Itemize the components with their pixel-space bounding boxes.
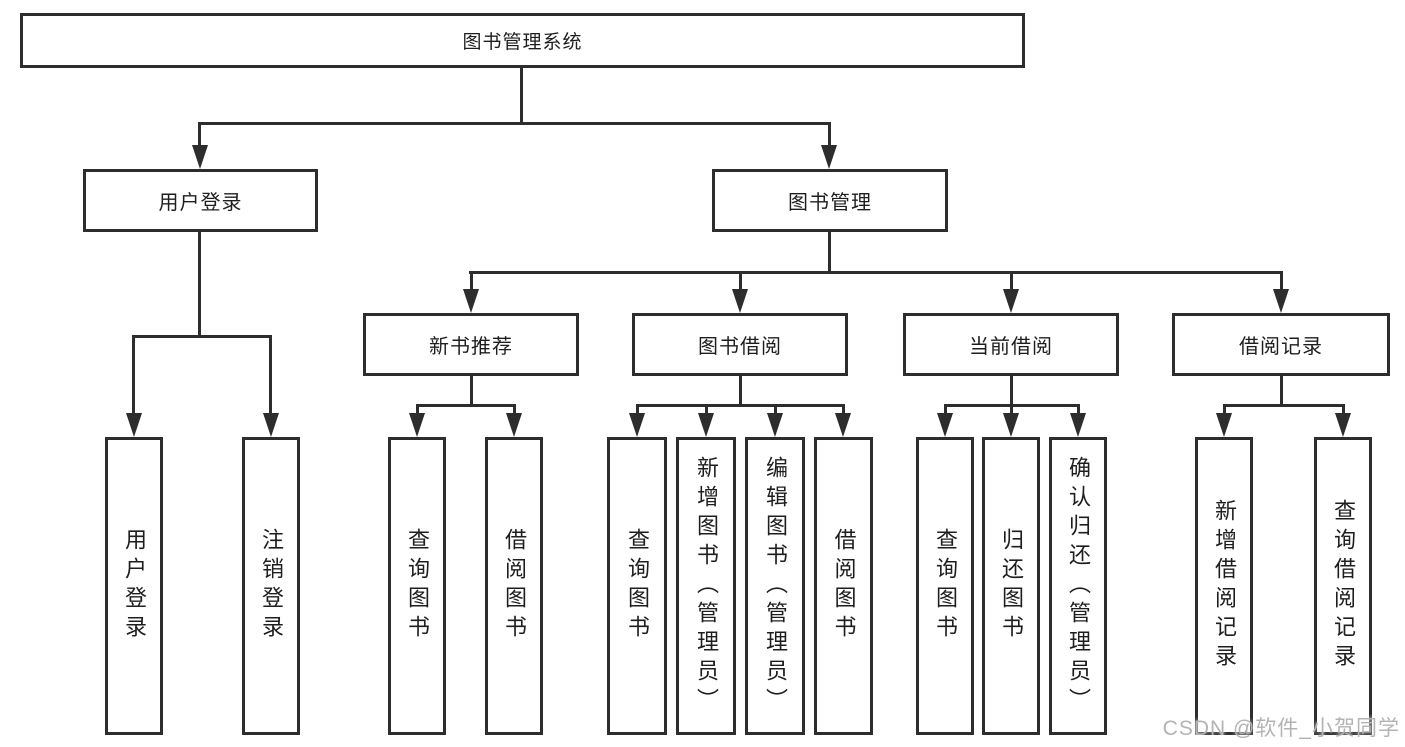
connector xyxy=(469,271,1283,274)
node-label: 注销登录 xyxy=(259,528,284,644)
node-label: 借阅图书 xyxy=(831,528,857,644)
leaf-borrow-books-borrow: 借阅图书 xyxy=(814,437,873,735)
node-label: 新增借阅记录 xyxy=(1212,499,1237,673)
arrowhead-icon xyxy=(1070,413,1086,437)
connector xyxy=(1077,404,1080,416)
node-label: 查询图书 xyxy=(933,528,958,644)
connector xyxy=(1010,404,1013,416)
connector xyxy=(269,335,272,414)
leaf-add-borrow-record: 新增借阅记录 xyxy=(1195,437,1253,735)
connector xyxy=(739,375,742,407)
node-new-book-recommendation: 新书推荐 xyxy=(363,313,579,376)
arrowhead-icon xyxy=(698,413,714,437)
arrowhead-icon xyxy=(732,289,748,313)
connector xyxy=(416,404,419,416)
node-label: 当前借阅 xyxy=(969,336,1053,358)
leaf-borrow-books-newbook: 借阅图书 xyxy=(485,437,543,735)
node-label: 借阅图书 xyxy=(502,528,527,644)
connector xyxy=(705,404,708,416)
arrowhead-icon xyxy=(835,413,851,437)
arrowhead-icon xyxy=(463,289,479,313)
connector xyxy=(132,335,272,338)
node-label: 确认归还（管理员） xyxy=(1066,455,1091,717)
arrowhead-icon xyxy=(937,413,953,437)
node-borrowing-records: 借阅记录 xyxy=(1172,313,1390,376)
arrowhead-icon xyxy=(192,145,208,169)
connector xyxy=(842,404,845,416)
arrowhead-icon xyxy=(821,145,837,169)
node-label: 编辑图书（管理员） xyxy=(763,455,788,717)
connector xyxy=(198,232,201,335)
leaf-edit-books-admin: 编辑图书（管理员） xyxy=(745,437,805,735)
connector xyxy=(470,271,473,290)
connector xyxy=(198,122,201,146)
leaf-query-books-current: 查询图书 xyxy=(916,437,974,735)
connector xyxy=(513,404,516,416)
connector xyxy=(1342,404,1345,416)
node-label: 查询图书 xyxy=(625,528,650,644)
arrowhead-icon xyxy=(1273,289,1289,313)
leaf-user-login: 用户登录 xyxy=(105,437,163,735)
csdn-watermark: CSDN @软件_小贺同学 xyxy=(1162,717,1400,740)
connector xyxy=(1280,271,1283,290)
node-label: 图书管理 xyxy=(788,192,872,214)
connector xyxy=(828,122,831,146)
leaf-query-books-newbook: 查询图书 xyxy=(388,437,446,735)
connector xyxy=(828,232,831,272)
connector xyxy=(774,404,777,416)
connector xyxy=(1223,404,1345,407)
node-book-management: 图书管理 xyxy=(712,169,948,232)
leaf-add-books-admin: 新增图书（管理员） xyxy=(676,437,736,735)
connector xyxy=(416,404,516,407)
node-user-login: 用户登录 xyxy=(83,169,318,232)
arrowhead-icon xyxy=(126,413,142,437)
connector xyxy=(1280,375,1283,407)
connector xyxy=(1223,404,1226,416)
node-label: 用户登录 xyxy=(158,192,243,214)
leaf-query-books-borrow: 查询图书 xyxy=(607,437,667,735)
node-label: 新增图书（管理员） xyxy=(694,455,719,717)
connector xyxy=(1010,375,1013,407)
arrowhead-icon xyxy=(409,413,425,437)
node-label: 查询借阅记录 xyxy=(1331,499,1356,673)
node-label: 图书借阅 xyxy=(698,336,782,358)
connector xyxy=(198,122,831,125)
connector xyxy=(739,271,742,290)
leaf-logout: 注销登录 xyxy=(242,437,300,735)
node-library-management-system: 图书管理系统 xyxy=(20,13,1025,68)
node-current-borrowing: 当前借阅 xyxy=(903,313,1119,376)
arrowhead-icon xyxy=(506,413,522,437)
arrowhead-icon xyxy=(1216,413,1232,437)
arrowhead-icon xyxy=(767,413,783,437)
arrowhead-icon xyxy=(1003,289,1019,313)
node-label: 查询图书 xyxy=(405,528,430,644)
connector xyxy=(1010,271,1013,290)
leaf-return-books: 归还图书 xyxy=(982,437,1040,735)
node-label: 借阅记录 xyxy=(1239,336,1323,358)
connector xyxy=(636,404,845,407)
connector xyxy=(470,375,473,407)
connector xyxy=(636,404,639,416)
leaf-confirm-return-admin: 确认归还（管理员） xyxy=(1049,437,1107,735)
arrowhead-icon xyxy=(1335,413,1351,437)
arrowhead-icon xyxy=(1003,413,1019,437)
arrowhead-icon xyxy=(263,413,279,437)
connector xyxy=(132,335,135,414)
connector xyxy=(944,404,947,416)
node-book-borrowing: 图书借阅 xyxy=(632,313,848,376)
node-label: 图书管理系统 xyxy=(462,32,583,53)
connector xyxy=(520,68,523,125)
node-label: 新书推荐 xyxy=(429,336,513,358)
node-label: 归还图书 xyxy=(999,528,1024,644)
node-label: 用户登录 xyxy=(122,528,147,644)
leaf-query-borrow-record: 查询借阅记录 xyxy=(1314,437,1372,735)
arrowhead-icon xyxy=(629,413,645,437)
